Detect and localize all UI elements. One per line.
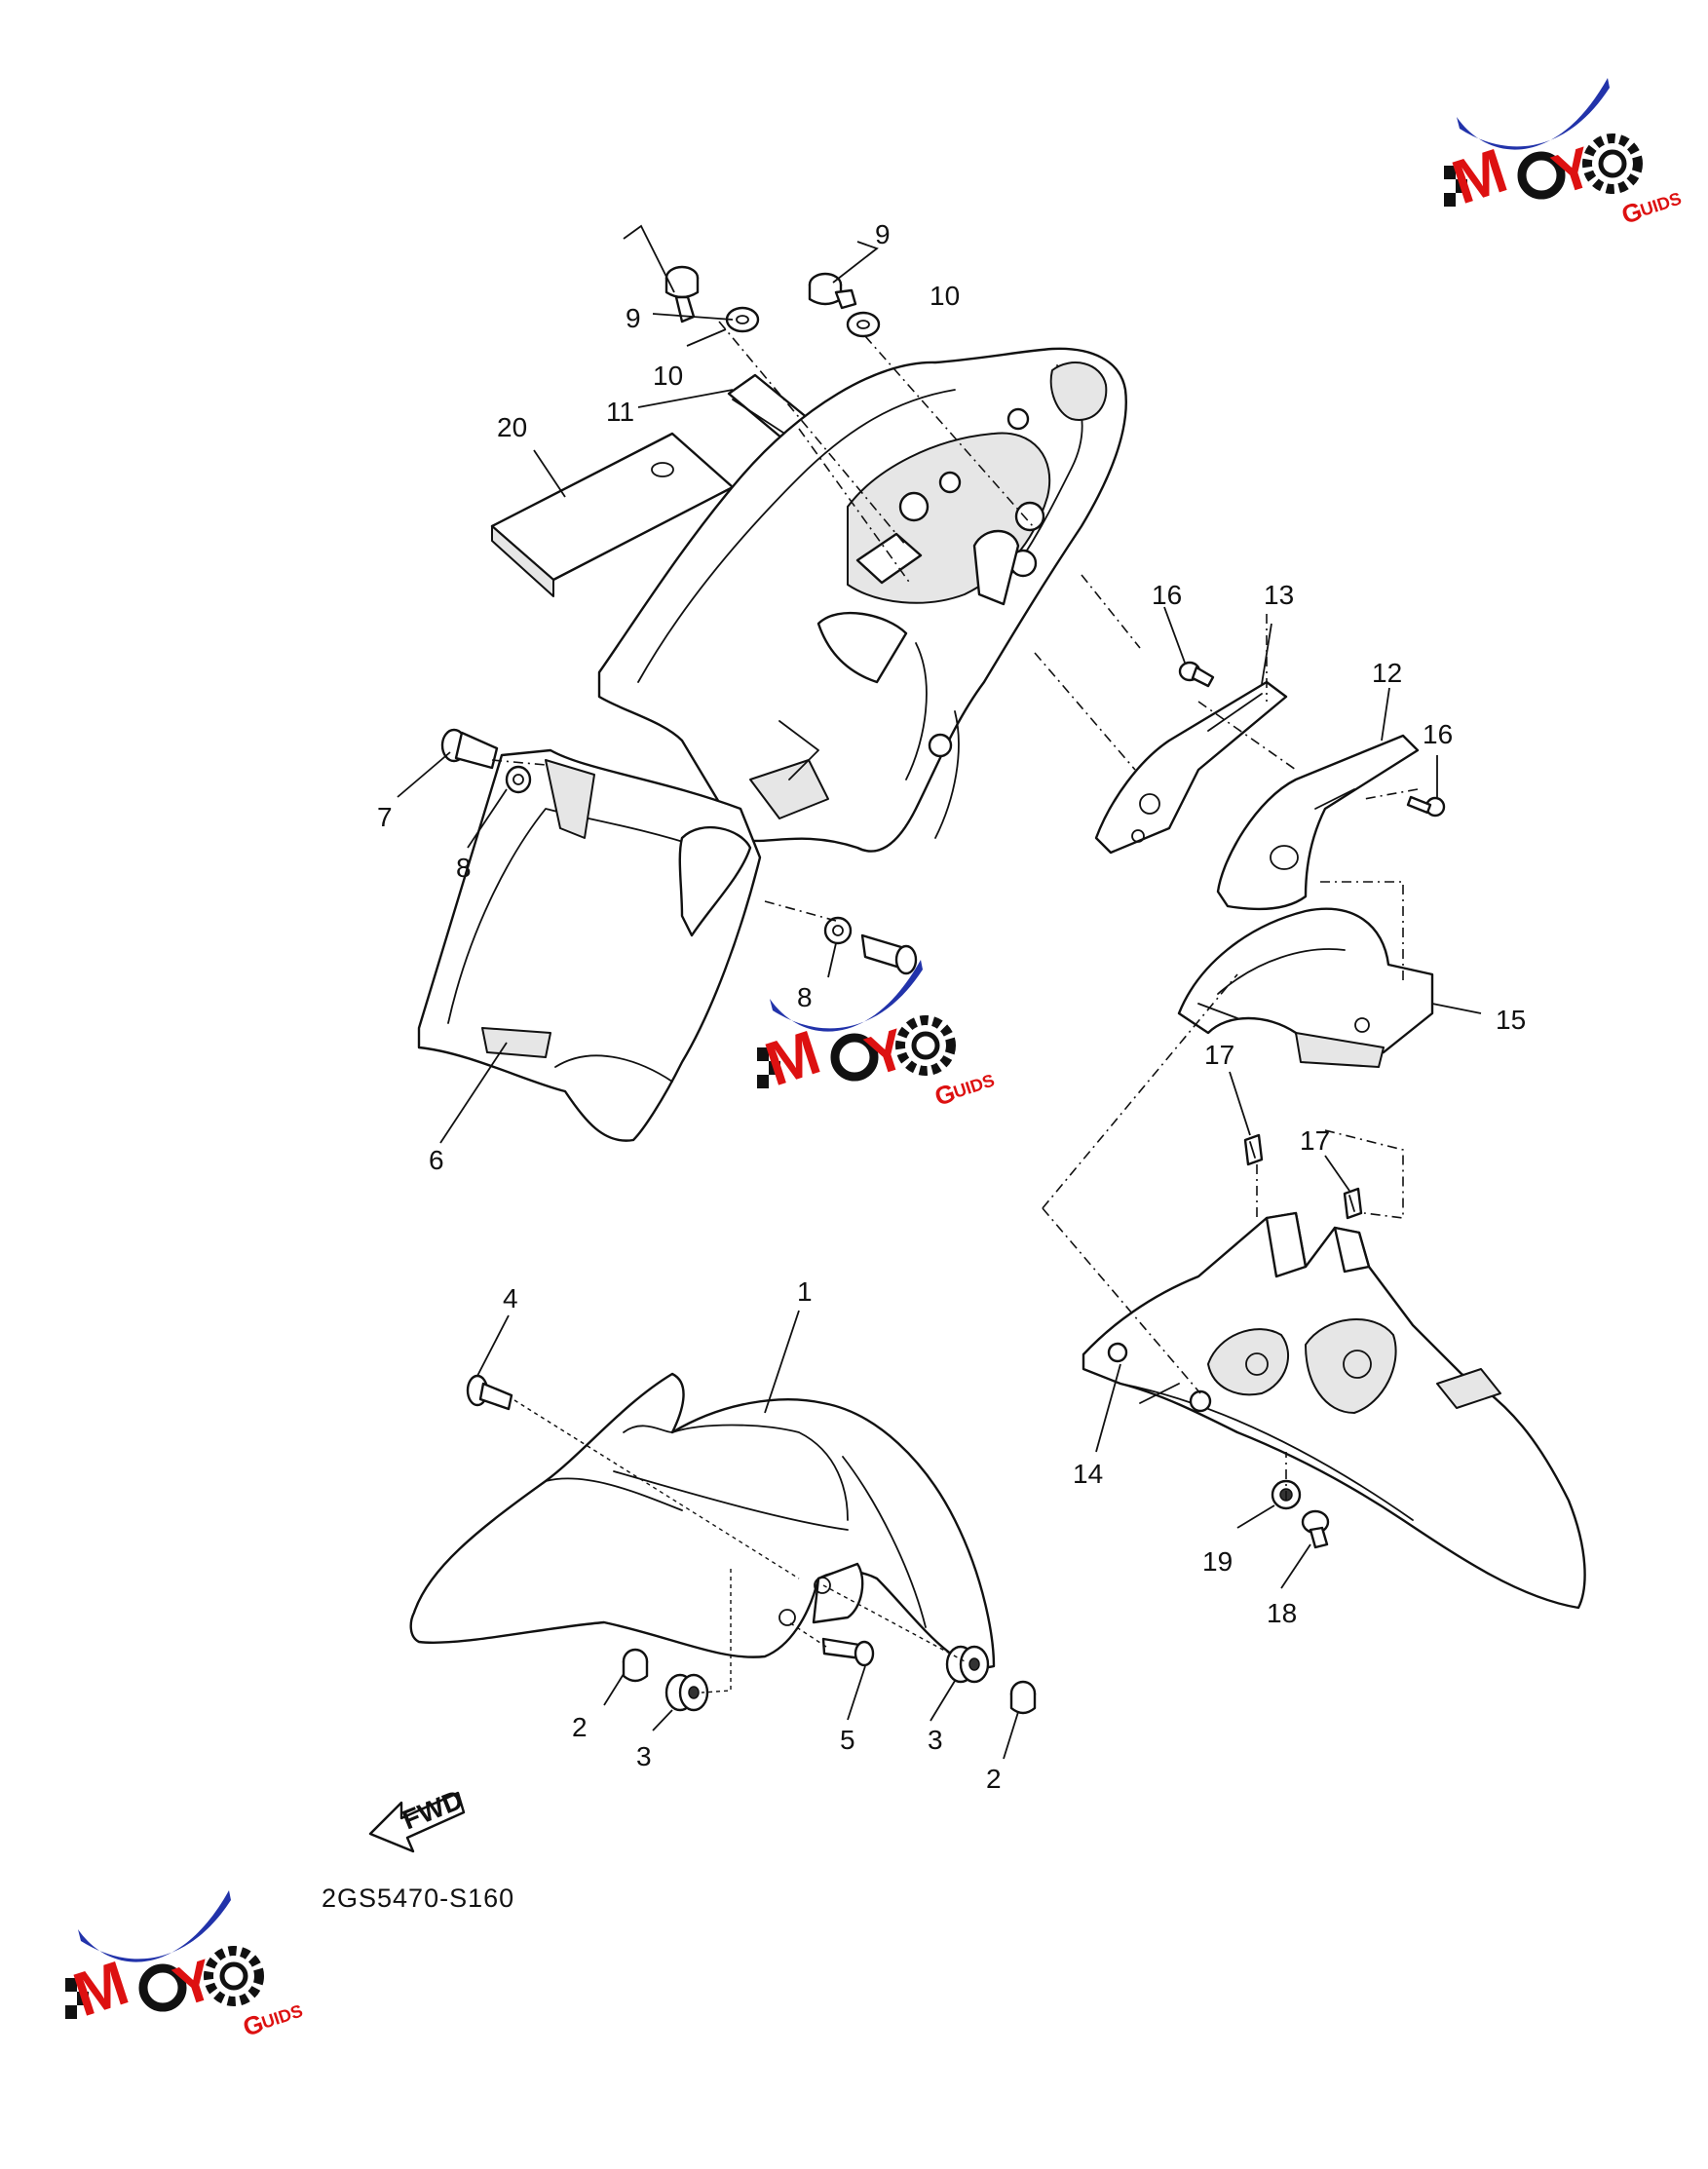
part-8-washer-left <box>505 765 532 794</box>
part-17-clip-left <box>1243 1133 1264 1166</box>
part-14-mudguard <box>1082 1211 1586 1610</box>
callout-4: 4 <box>503 1283 518 1313</box>
callout-2-right: 2 <box>986 1764 1002 1794</box>
callout-10-left: 10 <box>653 361 683 391</box>
callout-3-left: 3 <box>636 1741 652 1771</box>
forward-arrow-icon: FWD <box>368 1784 468 1853</box>
part-16-bolt-upper <box>1178 661 1215 688</box>
part-20-label <box>490 432 735 597</box>
callout-3-right: 3 <box>928 1725 943 1755</box>
part-17-clip-right <box>1343 1187 1363 1220</box>
callout-10-right: 10 <box>930 281 960 311</box>
part-8-washer-center <box>823 916 853 945</box>
part-12-bracket <box>1216 734 1420 911</box>
rear-seat-frame <box>597 347 1127 853</box>
callout-8-left: 8 <box>456 853 472 883</box>
callout-17-right: 17 <box>1300 1125 1330 1156</box>
callout-8-center: 8 <box>797 982 813 1012</box>
part-2-collar-left <box>622 1648 649 1683</box>
part-15-cover <box>1177 907 1434 1068</box>
part-2-collar-right <box>1009 1680 1037 1715</box>
callout-9-right: 9 <box>875 219 891 249</box>
callout-1: 1 <box>797 1276 813 1307</box>
callout-7: 7 <box>377 802 393 832</box>
callout-9-left: 9 <box>626 303 641 333</box>
part-7-bolt <box>440 728 499 770</box>
callout-12: 12 <box>1372 658 1402 688</box>
watermark-logo-top-right <box>1444 78 1684 230</box>
watermark-logo-bottom-left <box>65 1890 305 2042</box>
callout-13: 13 <box>1264 580 1294 610</box>
center-bolt <box>860 933 918 975</box>
part-5-screw <box>821 1637 875 1667</box>
part-4-screw <box>466 1374 513 1411</box>
callout-17-left: 17 <box>1204 1040 1234 1070</box>
part-16-bolt-right <box>1406 795 1446 818</box>
part-9-bolt-right <box>808 272 857 310</box>
diagram-code: 2GS5470-S160 <box>322 1884 514 1913</box>
part-18-bolt <box>1301 1509 1330 1549</box>
callout-16-right: 16 <box>1423 719 1453 749</box>
part-3-grommet-right <box>945 1645 990 1684</box>
callout-18: 18 <box>1267 1598 1297 1628</box>
part-6-inner-fender <box>417 720 829 1142</box>
part-10-washer-right <box>846 311 881 338</box>
part-1-front-fender <box>409 1372 996 1669</box>
fwd-label: FWD <box>399 1784 468 1836</box>
callout-5: 5 <box>840 1725 855 1755</box>
callout-14: 14 <box>1073 1459 1103 1489</box>
assembly-lines <box>491 321 1419 1693</box>
callout-15: 15 <box>1496 1005 1526 1035</box>
callout-11: 11 <box>606 397 634 427</box>
callout-16-upper: 16 <box>1152 580 1182 610</box>
watermark-logo-center <box>757 960 997 1112</box>
callout-2-left: 2 <box>572 1712 588 1742</box>
part-3-grommet-left <box>664 1673 709 1712</box>
callout-20: 20 <box>497 412 527 442</box>
part-9-bolt-left <box>664 265 700 323</box>
callouts: 1 2 2 3 3 4 5 6 7 8 8 9 9 10 10 11 12 13… <box>377 219 1526 1794</box>
callout-6: 6 <box>429 1145 444 1175</box>
callout-19: 19 <box>1202 1546 1233 1577</box>
leader-lines <box>397 224 1482 1760</box>
